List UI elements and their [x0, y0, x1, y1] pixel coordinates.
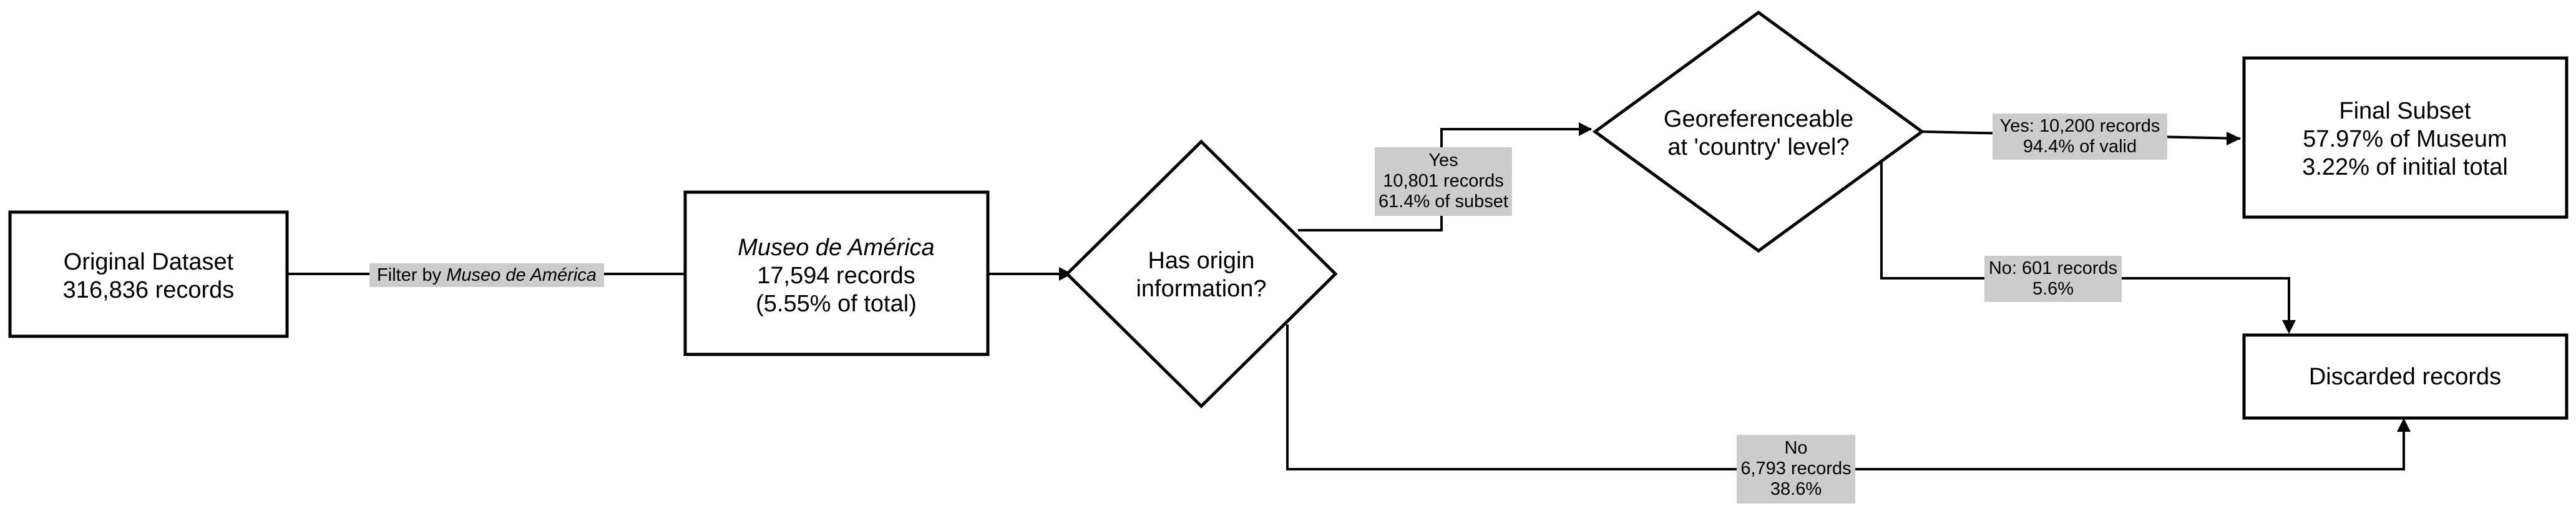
edge-label-origin-yes: Yes 10,801 records 61.4% of subset [1375, 147, 1512, 216]
decision-georeferenceable: Georeferenceable at 'country' level? [1592, 10, 1925, 253]
node-final-subset: Final Subset 57.97% of Museum 3.22% of i… [2242, 56, 2569, 219]
final-subset-title: Final Subset [2339, 98, 2471, 124]
georef-no-line2: 5.6% [2032, 279, 2074, 299]
original-dataset-count: 316,836 records [63, 277, 235, 303]
georef-no-line1: No: 601 records [1989, 258, 2117, 278]
origin-yes-line1: Yes [1428, 150, 1458, 170]
edge-label-georef-yes: Yes: 10,200 records 94.4% of valid [1993, 114, 2167, 160]
arrowhead-georef-no [2282, 320, 2296, 334]
edge-label-filter-text: Filter by Museo de América [377, 265, 597, 285]
final-subset-total-percent: 3.22% of initial total [2302, 154, 2508, 180]
museo-percent: (5.55% of total) [756, 291, 917, 317]
museo-count: 17,594 records [757, 263, 915, 289]
origin-no-line1: No [1784, 438, 1807, 458]
node-museo-de-america: Museo de América 17,594 records (5.55% o… [683, 190, 990, 356]
arrowhead-origin-yes [1579, 122, 1592, 136]
edge-label-georef-no: No: 601 records 5.6% [1984, 256, 2122, 302]
edge-label-origin-no: No 6,793 records 38.6% [1737, 435, 1855, 504]
final-subset-museum-percent: 57.97% of Museum [2303, 126, 2507, 152]
georef-yes-line2: 94.4% of valid [2023, 137, 2137, 157]
discarded-records-title: Discarded records [2309, 364, 2501, 390]
origin-no-line2: 6,793 records [1740, 459, 1851, 479]
origin-no-line3: 38.6% [1770, 479, 1822, 499]
museo-title: Museo de América [738, 235, 934, 261]
georef-line2: at 'country' level? [1667, 134, 1849, 160]
node-original-dataset: Original Dataset 316,836 records [8, 210, 289, 338]
decision-has-origin: Has origin information? [1065, 139, 1338, 409]
edge-georef-no [1880, 157, 2290, 331]
origin-yes-line3: 61.4% of subset [1378, 192, 1508, 212]
has-origin-line1: Has origin [1148, 248, 1254, 274]
node-discarded-records: Discarded records [2242, 333, 2569, 420]
arrowhead-georef-yes [2227, 132, 2241, 145]
origin-yes-line2: 10,801 records [1383, 171, 1503, 191]
georef-line1: Georeferenceable [1664, 106, 1853, 132]
original-dataset-title: Original Dataset [64, 249, 234, 275]
arrowhead-origin-no [2397, 418, 2411, 432]
georef-yes-line1: Yes: 10,200 records [2000, 116, 2160, 136]
edge-label-filter: Filter by Museo de América [369, 263, 604, 287]
has-origin-line2: information? [1136, 276, 1266, 302]
